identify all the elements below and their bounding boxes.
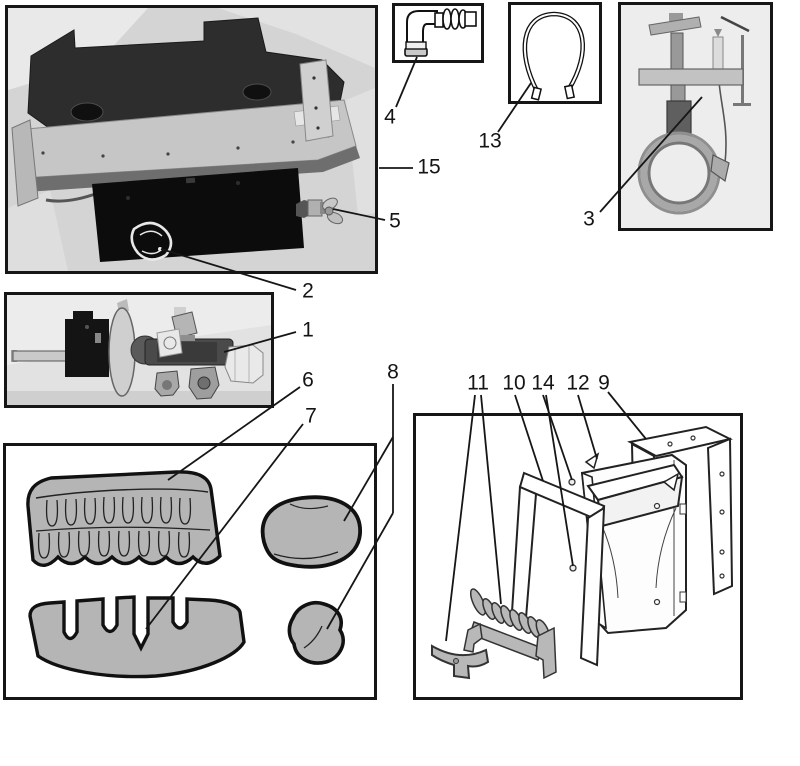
- callout-10: 10: [502, 371, 526, 395]
- coal-bed: [26, 470, 222, 567]
- flexible-loop-panel: [508, 2, 602, 104]
- coals-panel: [3, 443, 377, 700]
- valve-photo-panel: [4, 292, 274, 408]
- pilot-assembly-panel: [618, 2, 773, 231]
- flexible-loop: [522, 11, 585, 101]
- control-box: [92, 168, 304, 262]
- callout-12: 12: [566, 371, 590, 395]
- coals-drawing: [26, 470, 362, 679]
- callout-15: 15: [417, 155, 441, 179]
- callout-11: 11: [467, 371, 489, 395]
- callout-5: 5: [389, 209, 401, 233]
- right-bracket: [299, 59, 334, 142]
- trim-frame: [510, 471, 606, 667]
- frames-exploded-drawing: [431, 425, 734, 680]
- callout-7: 7: [305, 404, 317, 428]
- burner-assembly-photo: [8, 8, 375, 271]
- burner-assembly-photo-panel: [5, 5, 378, 274]
- valve-photo: [7, 295, 271, 405]
- loose-coal-small: [287, 601, 345, 665]
- callout-2: 2: [302, 279, 314, 303]
- callout-9: 9: [598, 371, 610, 395]
- callout-6: 6: [302, 368, 314, 392]
- left-bracket: [11, 119, 39, 207]
- callout-8: 8: [387, 360, 399, 384]
- elbow-fitting-panel: [392, 3, 484, 63]
- pilot-assembly-photo: [621, 5, 770, 228]
- elbow-fitting-drawing: [404, 8, 477, 57]
- callout-4: 4: [384, 105, 396, 129]
- leader-line-4: [395, 56, 418, 108]
- callout-3: 3: [583, 207, 595, 231]
- loose-coal-large: [260, 495, 362, 569]
- frames-panel: [413, 413, 743, 700]
- ashpan-cover: [431, 644, 490, 680]
- front-coal-strip: [28, 595, 246, 679]
- callout-14: 14: [531, 371, 555, 395]
- flexible-loop-drawing: [522, 11, 585, 101]
- callout-13: 13: [478, 129, 502, 153]
- elbow-fitting: [404, 8, 477, 57]
- callout-1: 1: [302, 318, 314, 342]
